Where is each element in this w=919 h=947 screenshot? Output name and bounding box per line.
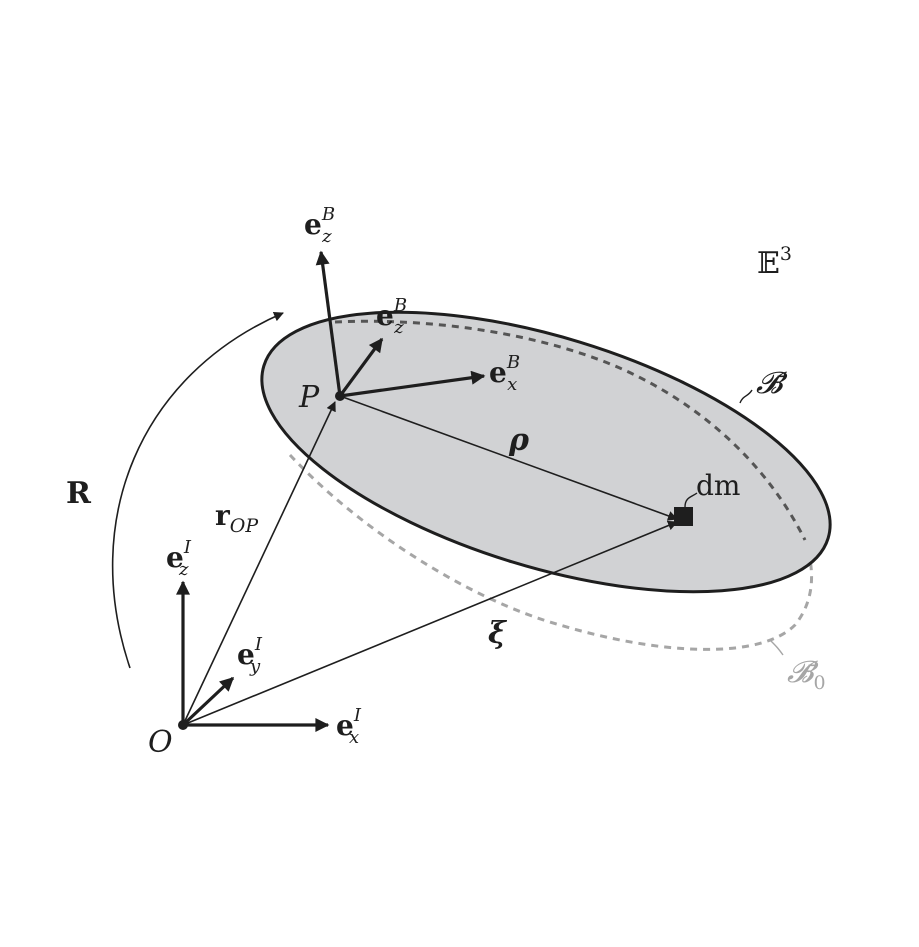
body-x-axis xyxy=(339,370,486,398)
mass-element xyxy=(674,507,693,526)
inertial-y-axis xyxy=(181,676,235,727)
reference-configuration-outline xyxy=(288,453,814,651)
rotation-label: R xyxy=(66,476,92,511)
body-point-p xyxy=(335,391,345,401)
origin-label: O xyxy=(148,725,173,760)
xi-vector xyxy=(182,520,678,726)
body-label-leader xyxy=(739,389,753,404)
rho-label: ρ xyxy=(508,423,530,458)
reference-body-label: 𝓑̄0 xyxy=(787,655,826,694)
space-label: 𝔼3 xyxy=(757,243,792,281)
reference-configuration-hidden-edge xyxy=(334,319,807,541)
body-label: 𝓑̄ xyxy=(756,366,788,401)
rho-vector xyxy=(339,395,678,521)
r-op-label: rOP xyxy=(215,499,259,537)
xi-label: ξ xyxy=(488,616,508,651)
body-current-configuration xyxy=(260,310,832,594)
origin-point xyxy=(178,720,188,730)
mass-label: dm xyxy=(696,469,740,502)
body-y-axis xyxy=(338,337,384,397)
rotation-arc xyxy=(111,311,284,669)
reference-body-label-leader xyxy=(769,639,784,656)
body-z-axis xyxy=(315,250,342,397)
r-op-vector xyxy=(182,401,336,726)
point-p-label: P xyxy=(298,380,320,415)
mass-label-leader xyxy=(684,492,698,508)
